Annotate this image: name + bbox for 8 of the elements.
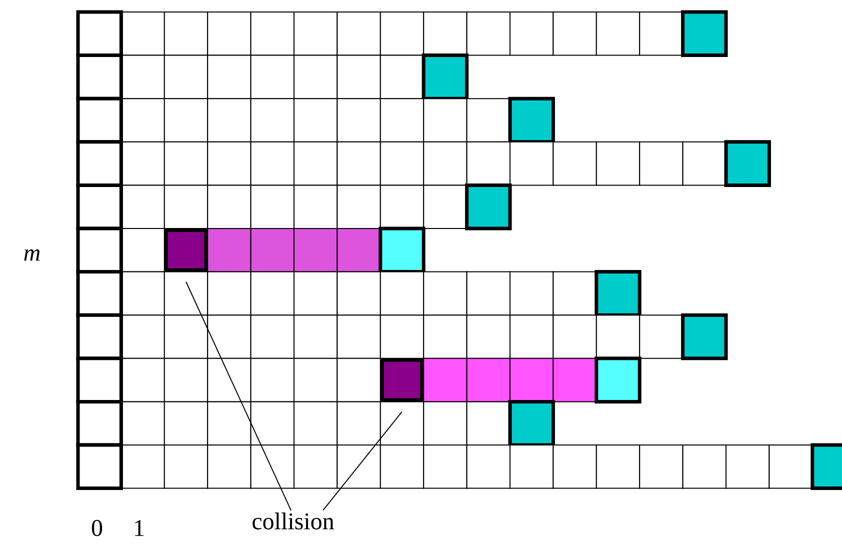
collision-label: collision	[252, 512, 334, 530]
cell	[380, 358, 424, 402]
leader-line	[186, 281, 292, 511]
axis-label: m	[24, 249, 40, 261]
axis-label: 1	[135, 520, 144, 536]
cell	[164, 228, 208, 272]
leader-line	[322, 411, 402, 511]
axis-label: 0	[92, 520, 102, 536]
